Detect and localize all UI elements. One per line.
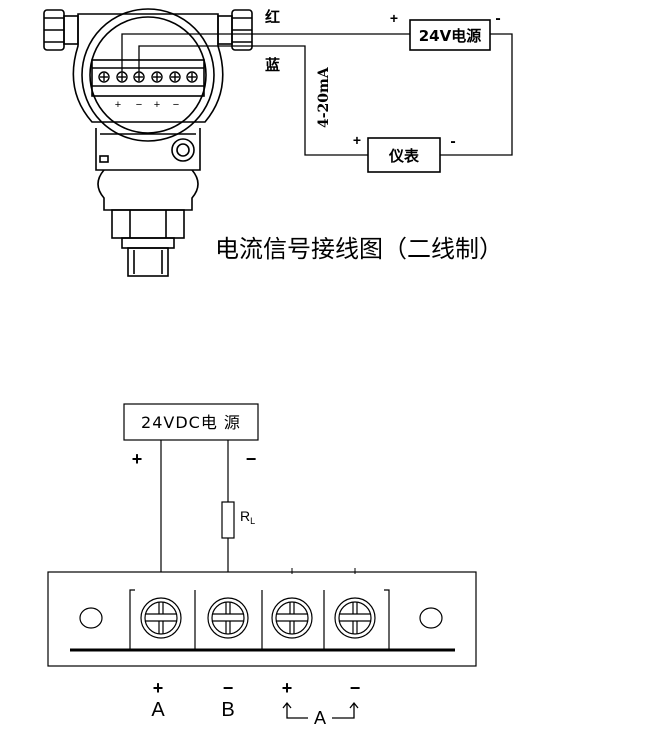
top-terminal-screw: [186, 71, 198, 83]
transmitter-drawing: [43, 8, 253, 277]
terminal-sign: +: [153, 678, 164, 698]
top-diagram-title: 电流信号接线图（二线制）: [215, 235, 503, 263]
current-label: 4-20mA: [316, 66, 332, 128]
housing-circle: [81, 8, 215, 142]
bracket-label: A: [314, 708, 326, 728]
top-terminal-screw: [116, 71, 128, 83]
pressure-port: [127, 247, 169, 277]
load-resistor: [221, 501, 235, 539]
bracket: [282, 701, 359, 719]
bottom-power-box: [123, 403, 259, 441]
return-wire: [440, 33, 513, 156]
housing-neck: [95, 128, 201, 171]
meter-plus: +: [353, 132, 361, 148]
top-terminal-screws: [98, 71, 198, 83]
top-terminal-screw: [169, 71, 181, 83]
terminal-mark: +: [154, 99, 160, 111]
meter-minus: -: [450, 133, 455, 150]
terminal-sign: −: [223, 678, 234, 698]
top-wiring: [121, 33, 513, 156]
blue-wire: [138, 45, 368, 156]
terminal-block: [91, 59, 205, 97]
terminal-letter: B: [221, 699, 234, 721]
terminal-mark: −: [136, 99, 142, 111]
top-terminal-screw: [98, 71, 110, 83]
top-terminal-screw: [151, 71, 163, 83]
top-power-box: [409, 19, 491, 51]
bottom-power-plus: +: [132, 449, 143, 469]
top-terminal-screw: [133, 71, 145, 83]
terminal-screw: [207, 597, 249, 639]
top-power-minus: -: [495, 10, 500, 27]
hex-fitting: [111, 209, 185, 239]
housing: [72, 13, 224, 123]
mounting-hole-right: [419, 607, 443, 629]
terminal-mark: +: [115, 99, 121, 111]
terminal-sign: −: [350, 678, 361, 698]
terminal-screw: [140, 597, 182, 639]
adjust-knob: [171, 138, 195, 162]
terminal-mark: −: [173, 99, 179, 111]
lower-body: [97, 169, 199, 211]
bottom-power-box-label: 24VDC电 源: [141, 413, 241, 432]
terminal-screw: [271, 597, 313, 639]
wire-red-label: 红: [265, 8, 280, 26]
bottom-power-minus: −: [246, 449, 257, 469]
wire-blue-label: 蓝: [265, 56, 280, 74]
meter-box-label: 仪表: [388, 147, 420, 165]
top-power-box-label: 24V电源: [419, 27, 481, 45]
terminal-dividers: [129, 589, 390, 650]
terminal-letter: A: [151, 699, 165, 721]
mounting-hole-left: [79, 607, 103, 629]
terminal-sign: +: [282, 678, 293, 698]
red-wire: [121, 33, 410, 72]
resistor-label: RL: [240, 508, 255, 526]
terminal-screw: [334, 597, 376, 639]
top-power-plus: +: [390, 10, 398, 26]
meter-box: [367, 137, 441, 173]
